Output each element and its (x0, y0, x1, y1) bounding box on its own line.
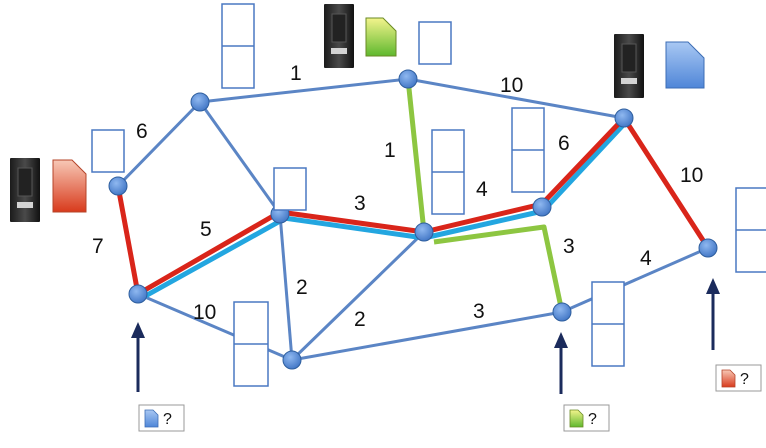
edge-weight: 3 (354, 192, 366, 215)
content-file-icon (52, 159, 87, 213)
link (290, 230, 426, 362)
content-file-icon (144, 409, 159, 428)
cache-box-icon (735, 187, 766, 273)
edge-weight: 5 (200, 218, 212, 241)
request-query-label: ? (163, 411, 172, 428)
network-node[interactable] (532, 197, 552, 217)
edge-weight: 4 (476, 178, 488, 201)
link (198, 101, 282, 215)
cache-box-icon (418, 21, 452, 65)
edge-weight: 1 (290, 62, 302, 85)
link (407, 77, 625, 120)
request-box-red[interactable]: ? (715, 364, 762, 392)
edge-weight: 4 (640, 247, 652, 270)
network-node[interactable] (282, 350, 302, 370)
network-nodes (108, 69, 718, 370)
network-node[interactable] (108, 176, 128, 196)
network-node[interactable] (414, 222, 434, 242)
cache-box-icon (91, 129, 125, 173)
link (291, 310, 563, 362)
network-node[interactable] (190, 92, 210, 112)
server-icon (614, 34, 644, 98)
network-node[interactable] (552, 302, 572, 322)
content-file-icon (665, 41, 705, 89)
cache-box-icon (431, 129, 465, 215)
edge-weight: 7 (92, 235, 104, 258)
server-icon (10, 158, 40, 222)
request-box-green[interactable]: ? (563, 404, 610, 432)
link (278, 213, 294, 361)
edge-weight-labels: 1 10 6 1 4 6 10 7 5 3 3 4 2 10 2 3 (92, 62, 703, 331)
cache-box-icon (273, 167, 307, 211)
cache-boxes (91, 3, 766, 387)
edge-weight: 6 (136, 120, 148, 143)
edge-weight: 10 (500, 74, 523, 97)
up-arrow-icon (131, 322, 145, 392)
path-cyan (138, 120, 628, 302)
edge-weight: 3 (563, 235, 575, 258)
server-icon (324, 4, 354, 68)
edge-weight: 10 (193, 301, 216, 324)
cache-box-icon (233, 301, 269, 387)
request-box-blue[interactable]: ? (138, 404, 185, 432)
cache-box-icon (221, 3, 255, 89)
edge-weight: 3 (473, 300, 485, 323)
cache-box-icon (591, 281, 625, 367)
network-node[interactable] (698, 238, 718, 258)
up-arrow-icon (554, 332, 568, 394)
edge-weight: 10 (680, 164, 703, 187)
link (199, 77, 409, 104)
up-arrow-icon (706, 278, 720, 350)
edge-weight: 2 (354, 308, 366, 331)
edge-weight: 1 (384, 139, 396, 162)
link (561, 246, 709, 314)
network-node[interactable] (128, 284, 148, 304)
content-file-icon (569, 409, 584, 428)
link (116, 100, 202, 188)
edge-weight: 6 (558, 132, 570, 155)
content-file-icon (365, 17, 397, 57)
path-green (405, 78, 565, 313)
content-file-icon (721, 369, 736, 388)
request-query-label: ? (588, 411, 597, 428)
edge-weight: 2 (296, 276, 308, 299)
network-node[interactable] (398, 69, 418, 89)
cache-box-icon (511, 107, 545, 193)
network-links (116, 77, 709, 362)
network-node[interactable] (614, 108, 634, 128)
request-query-label: ? (740, 371, 749, 388)
